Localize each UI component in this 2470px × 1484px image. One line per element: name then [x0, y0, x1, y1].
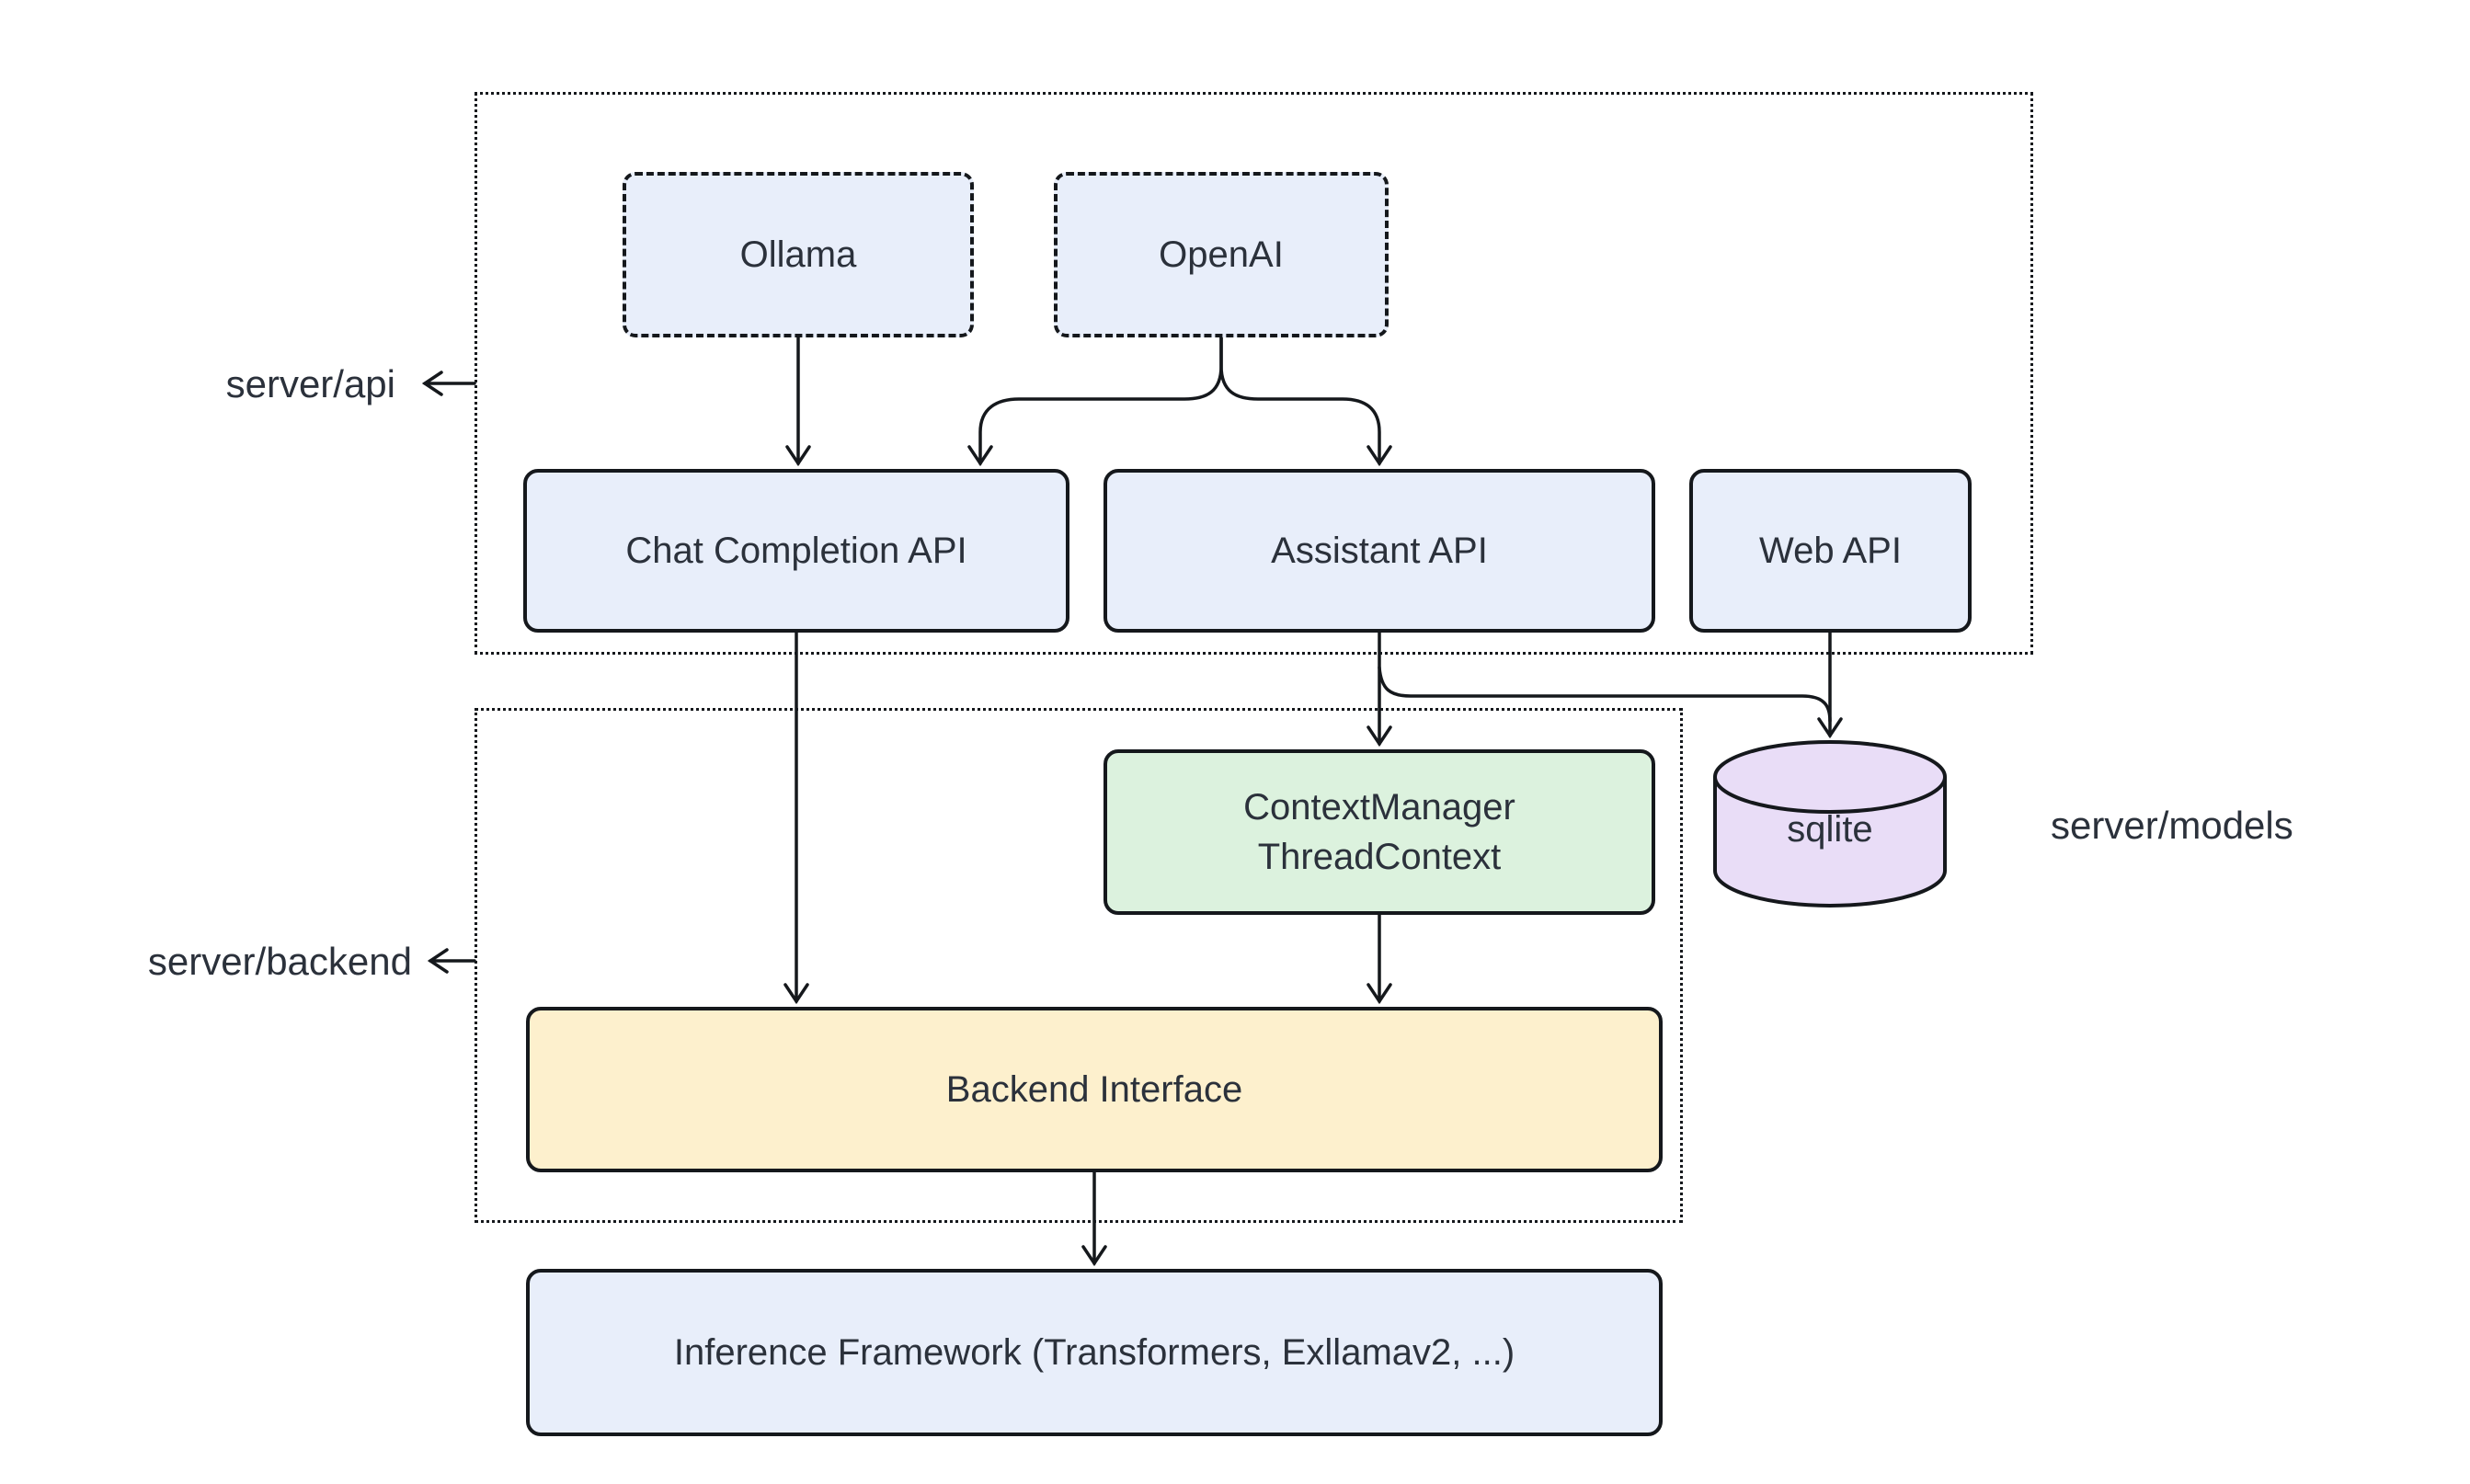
node-backend-interface: Backend Interface	[526, 1007, 1663, 1172]
node-backend-interface-label: Backend Interface	[945, 1069, 1243, 1110]
node-chat-completion-api-label: Chat Completion API	[625, 531, 967, 571]
node-chat-completion-api: Chat Completion API	[523, 469, 1069, 633]
node-web-api-label: Web API	[1759, 531, 1902, 571]
label-server-api: server/api	[225, 362, 395, 405]
node-ollama: Ollama	[623, 172, 974, 337]
node-sqlite-label: sqlite	[1787, 809, 1873, 850]
node-openai: OpenAI	[1054, 172, 1389, 337]
node-ollama-label: Ollama	[739, 234, 857, 275]
node-assistant-api-label: Assistant API	[1271, 531, 1488, 571]
group-server-backend	[475, 708, 1683, 1223]
node-web-api: Web API	[1689, 469, 1972, 633]
node-inference-framework: Inference Framework (Transformers, Exlla…	[526, 1269, 1663, 1436]
node-assistant-api: Assistant API	[1103, 469, 1655, 633]
node-context-manager-line2: ThreadContext	[1257, 837, 1502, 877]
label-server-models: server/models	[2051, 804, 2293, 847]
node-inference-framework-label: Inference Framework (Transformers, Exlla…	[673, 1332, 1515, 1373]
group-server-api	[475, 92, 2033, 655]
node-openai-label: OpenAI	[1159, 234, 1284, 275]
label-server-backend: server/backend	[147, 940, 412, 983]
node-context-manager: ContextManager ThreadContext	[1103, 749, 1655, 915]
node-context-manager-line1: ContextManager	[1243, 787, 1515, 828]
